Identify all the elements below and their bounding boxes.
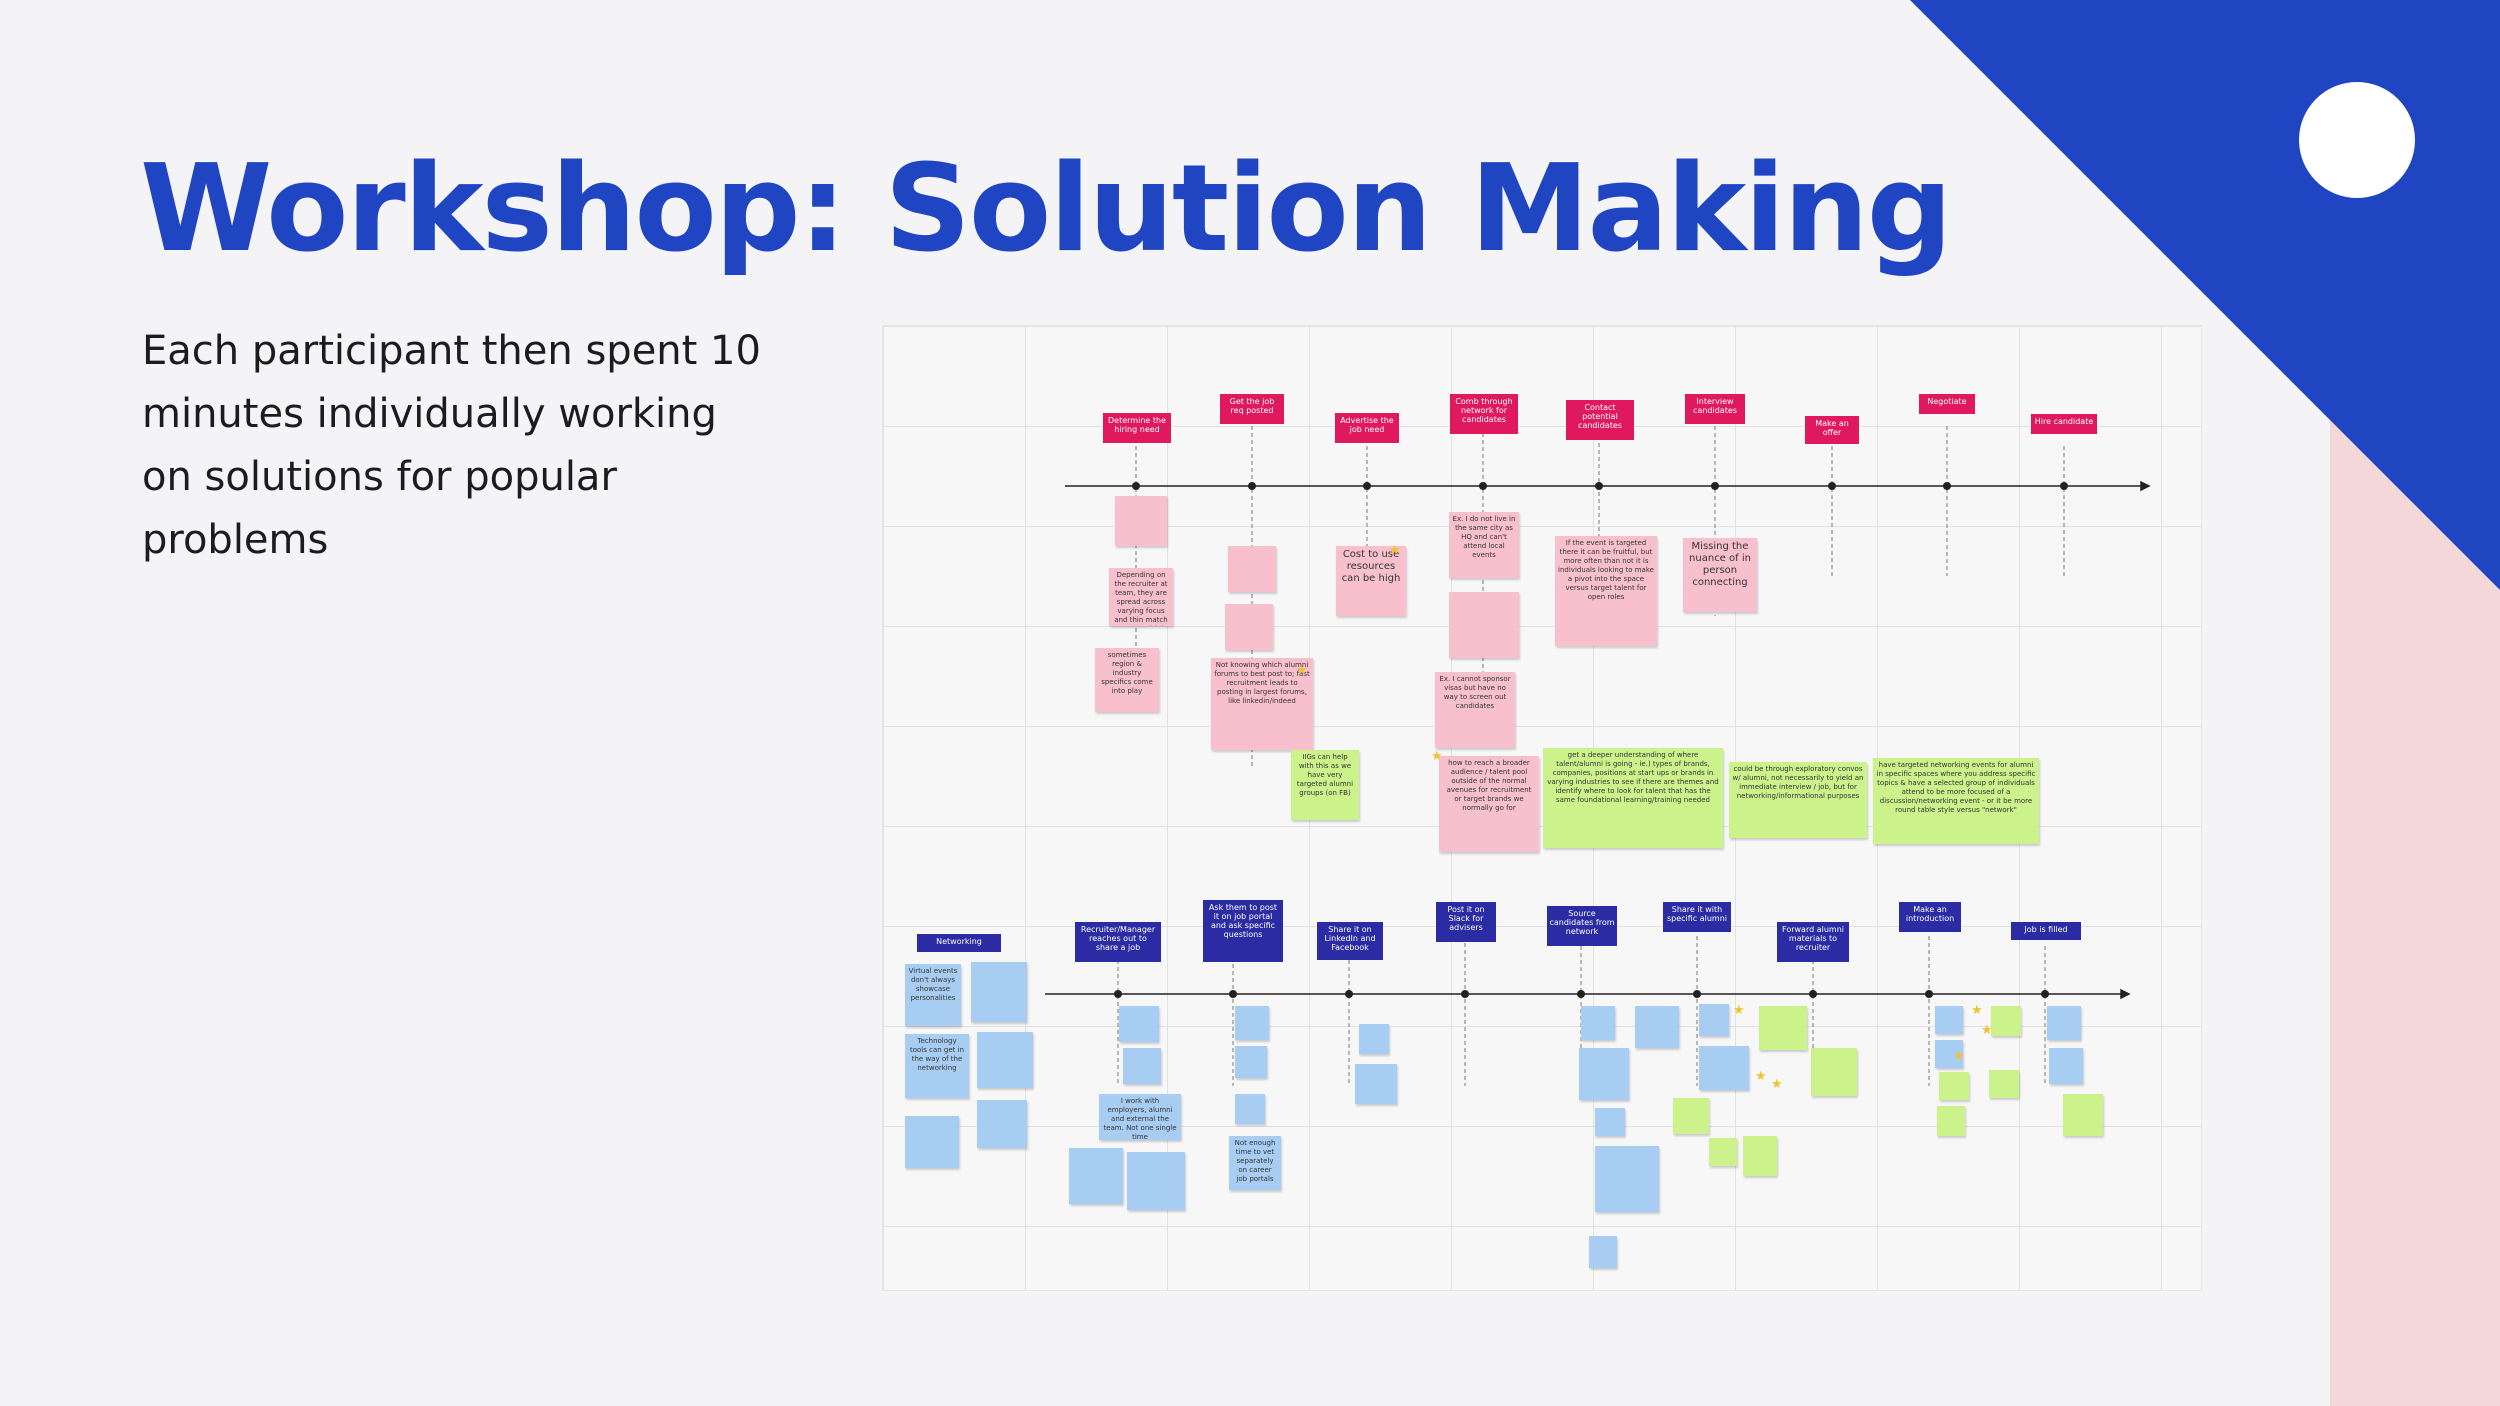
star-icon: ★ [1431,749,1443,764]
sticky-note [1355,1064,1397,1104]
stage-label: Comb through network for candidates [1450,394,1518,434]
sticky-note [1937,1106,1965,1136]
sticky-note [1115,496,1167,546]
sticky-note [1699,1004,1729,1036]
sticky-note [1235,1094,1265,1124]
sticky-note [1673,1098,1709,1134]
sticky-note: Technology tools can get in the way of t… [905,1034,969,1098]
sticky-note [1449,592,1519,658]
sticky-note [1699,1046,1749,1090]
stage-label: Determine the hiring need [1103,413,1171,443]
sticky-note [1935,1040,1963,1068]
sticky-note: Virtual events don't always showcase per… [905,964,961,1026]
sticky-note [1581,1006,1615,1040]
sticky-note [1709,1138,1737,1166]
sticky-note [1595,1108,1625,1136]
sticky-note [1989,1070,2019,1098]
sticky-note [1991,1006,2021,1036]
sticky-note [1743,1136,1777,1176]
stage-label: Interview candidates [1685,394,1745,424]
sticky-note [905,1116,959,1168]
stage-label: Networking [917,934,1001,952]
sticky-note [1123,1048,1161,1084]
sticky-note [1225,604,1273,650]
sticky-note [1759,1006,1807,1050]
journey-map-board: Determine the hiring need Get the job re… [882,325,2202,1291]
stage-label: Advertise the job need [1335,413,1399,443]
star-icon: ★ [1971,1003,1983,1018]
sticky-note [1228,546,1276,592]
sticky-note [1119,1006,1159,1042]
star-icon: ★ [1296,663,1308,678]
sticky-note: If the event is targeted there it can be… [1555,536,1657,646]
stage-label: Ask them to post it on job portal and as… [1203,900,1283,962]
sticky-note: how to reach a broader audience / talent… [1439,756,1539,852]
sticky-note: IIGs can help with this as we have very … [1291,750,1359,820]
slide-title: Workshop: Solution Making [140,140,1953,279]
star-icon: ★ [1733,1003,1745,1018]
stage-label: Source candidates from network [1547,906,1617,946]
stage-label: Recruiter/Manager reaches out to share a… [1075,922,1161,962]
sticky-note [1235,1046,1267,1078]
sticky-note [1635,1006,1679,1048]
decorative-white-circle [2299,82,2415,198]
sticky-note: Depending on the recruiter at team, they… [1109,568,1173,626]
sticky-note [1127,1152,1185,1210]
sticky-note [2047,1006,2081,1040]
sticky-note: have targeted networking events for alum… [1873,758,2039,844]
stage-label: Share it on LinkedIn and Facebook [1317,922,1383,960]
sticky-note [1579,1048,1629,1100]
stage-label: Make an introduction [1899,902,1961,932]
sticky-note [977,1032,1033,1088]
sticky-note: I work with employers, alumni and extern… [1099,1094,1181,1140]
sticky-note: could be through exploratory convos w/ a… [1729,762,1867,838]
sticky-note [2063,1094,2103,1136]
stage-label: Get the job req posted [1220,394,1284,424]
sticky-note [1935,1006,1963,1034]
sticky-note: sometimes region & industry specifics co… [1095,648,1159,712]
sticky-note [971,962,1027,1022]
sticky-note [1595,1146,1659,1212]
bottom-timeline-arrow [2120,988,2131,1000]
stage-label: Forward alumni materials to recruiter [1777,922,1849,962]
stage-label: Share it with specific alumni [1663,902,1731,932]
sticky-note [2049,1048,2083,1084]
star-icon: ★ [1771,1077,1783,1092]
sticky-note [977,1100,1027,1148]
star-icon: ★ [1389,543,1401,558]
star-icon: ★ [1981,1023,1993,1038]
star-icon: ★ [1755,1069,1767,1084]
sticky-note [1069,1148,1123,1204]
sticky-note [1589,1236,1617,1268]
star-icon: ★ [1953,1049,1965,1064]
sticky-note: Ex. I cannot sponsor visas but have no w… [1435,672,1515,748]
sticky-note: Cost to use resources can be high [1336,546,1406,616]
stage-label: Contact potential candidates [1566,400,1634,440]
sticky-note [1235,1006,1269,1040]
sticky-note: get a deeper understanding of where tale… [1543,748,1723,848]
slide-body-text: Each participant then spent 10 minutes i… [142,328,761,563]
sticky-note [1939,1072,1969,1100]
sticky-note: Ex. I do not live in the same city as HQ… [1449,512,1519,578]
sticky-note: Not enough time to vet separately on car… [1229,1136,1281,1190]
stage-label: Make an offer [1805,416,1859,444]
stage-label: Post it on Slack for advisers [1436,902,1496,942]
sticky-note [1811,1048,1857,1096]
top-timeline-arrow [2140,480,2151,492]
sticky-note: Not knowing which alumni forums to best … [1211,658,1313,750]
stage-label: Negotiate [1919,394,1975,414]
sticky-note: Missing the nuance of in person connecti… [1683,538,1757,612]
sticky-note [1359,1024,1389,1054]
stage-label: Hire candidate [2031,414,2097,434]
stage-label: Job is filled [2011,922,2081,940]
